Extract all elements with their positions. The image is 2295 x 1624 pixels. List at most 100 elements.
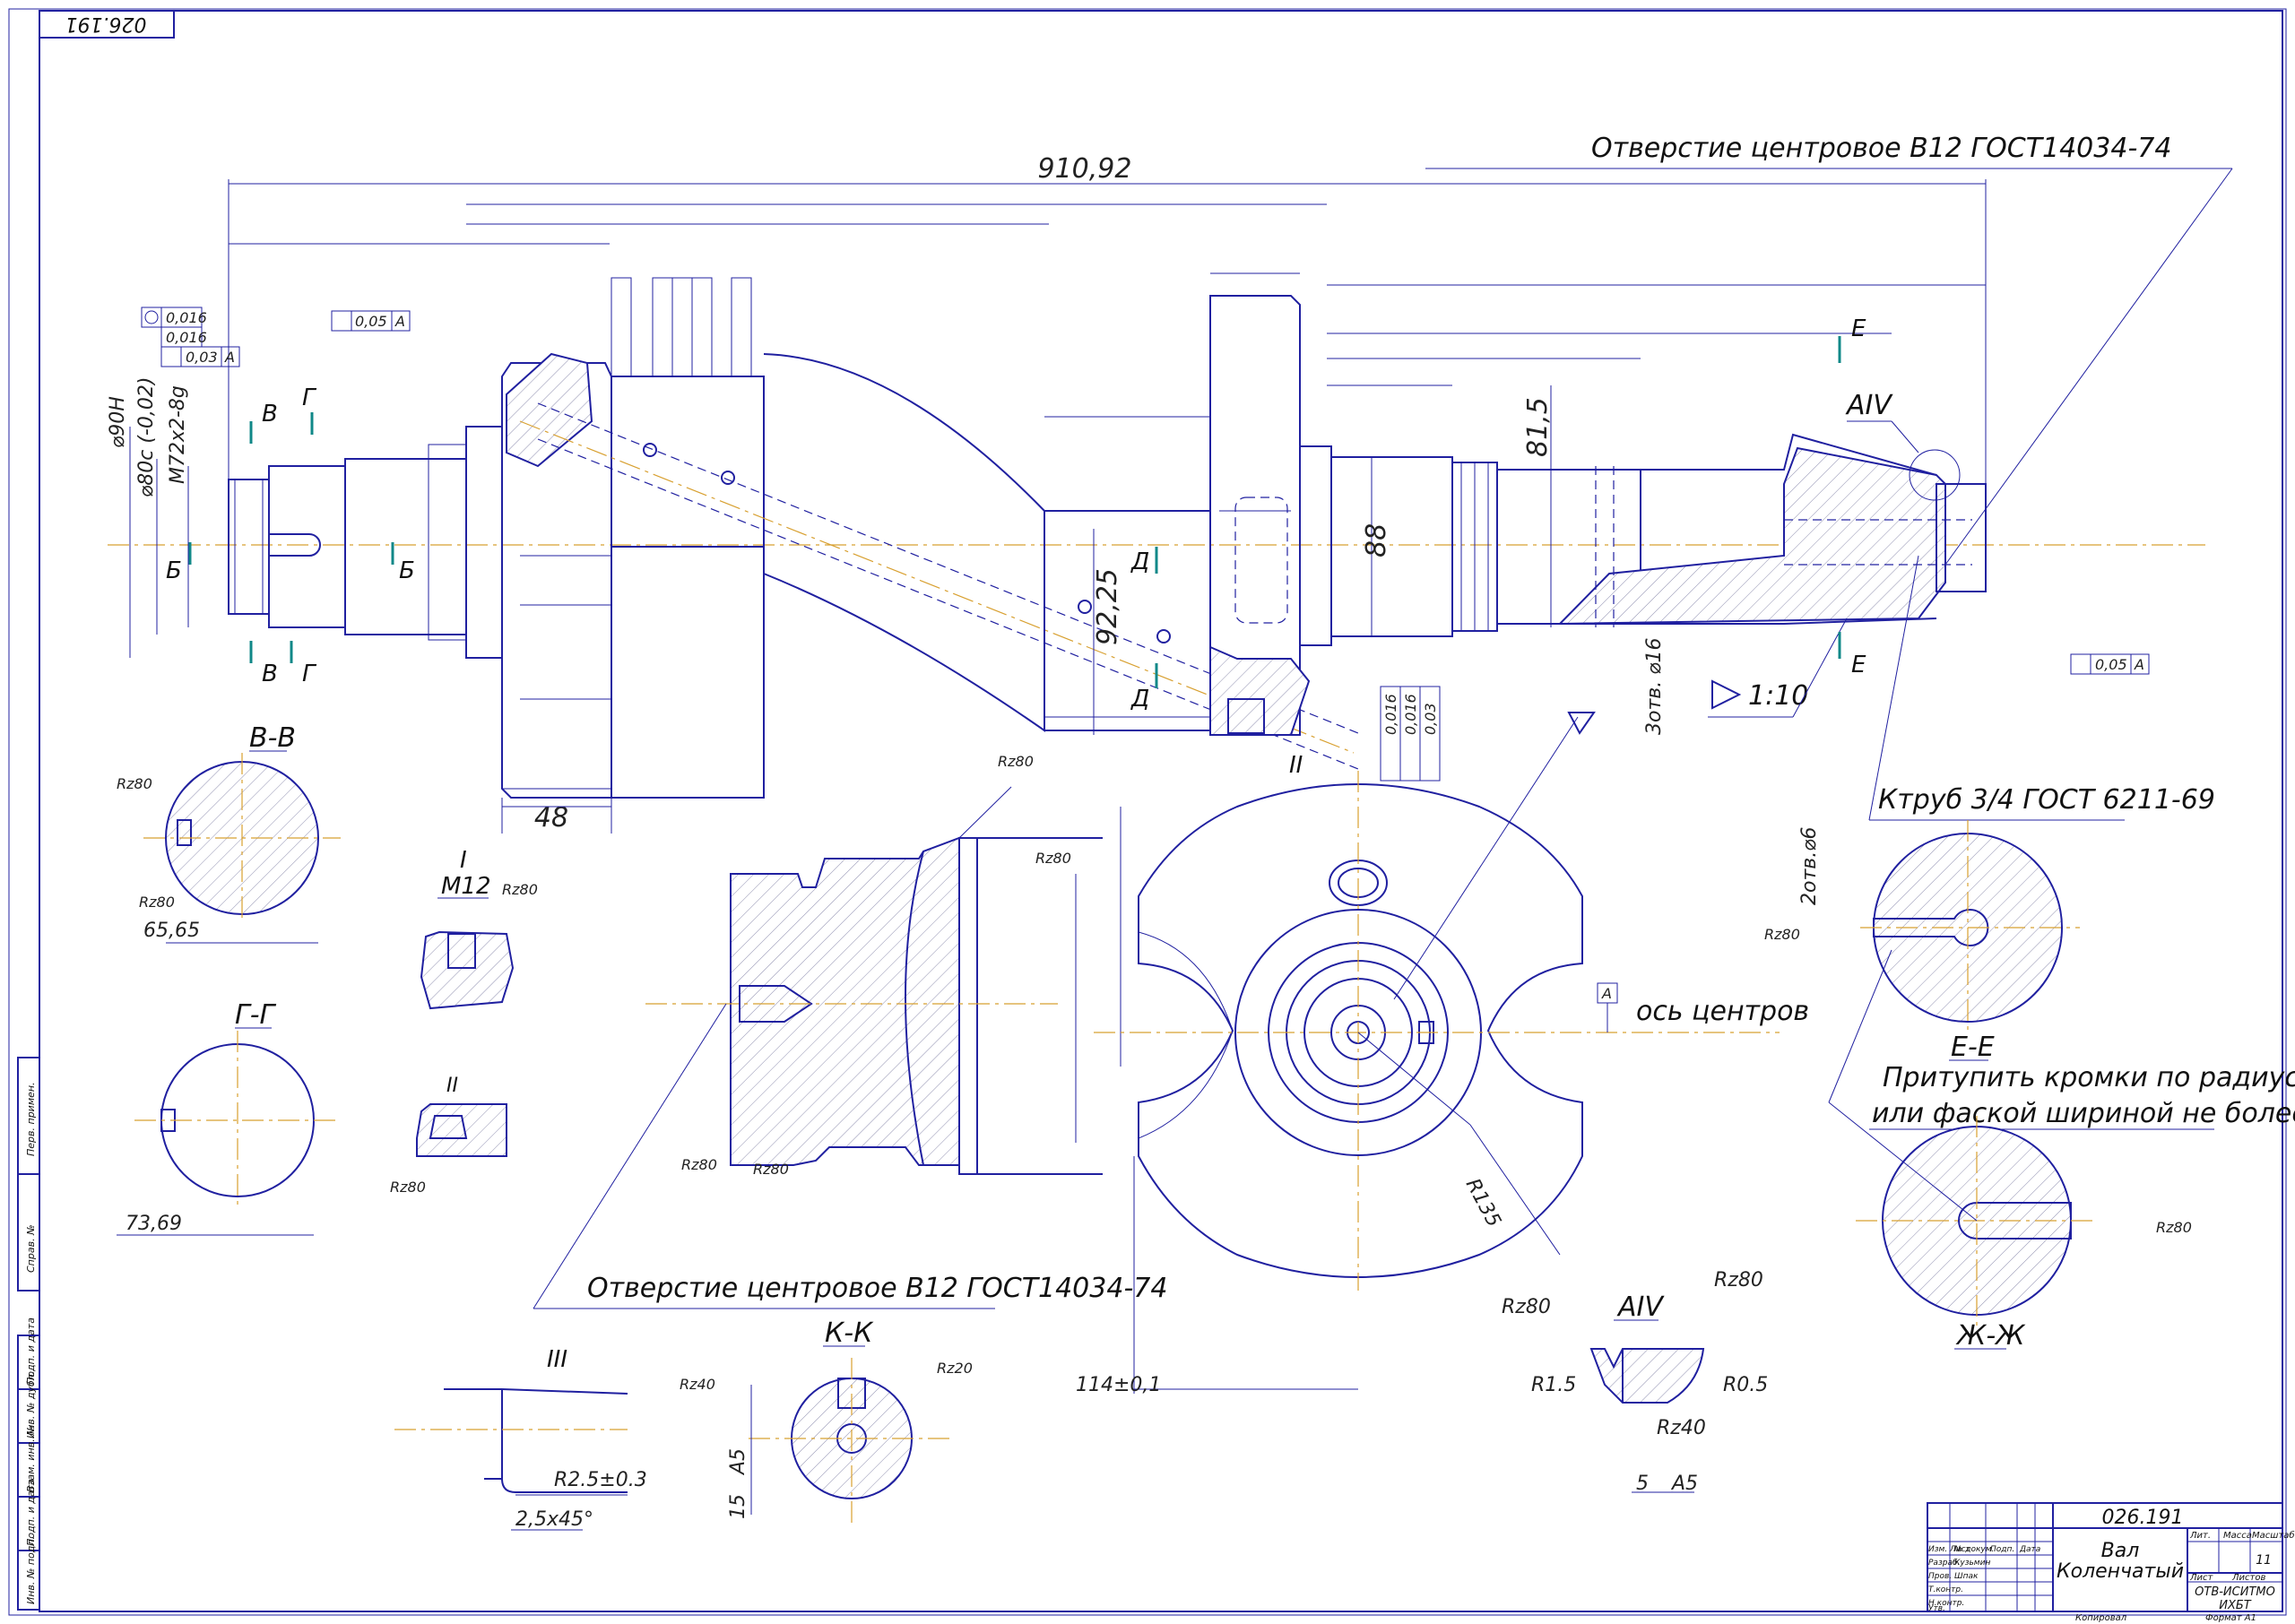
svg-text:Масса: Масса <box>2223 1531 2252 1541</box>
flange-section: Rz80 Rz80 Rz80 Rz80 Отверстие центровое … <box>533 753 1167 1309</box>
svg-text:0,03: 0,03 <box>186 349 218 366</box>
dim-ch25: 2,5x45° <box>515 1508 593 1531</box>
svg-text:Rz80: Rz80 <box>139 894 175 911</box>
detail-iii: III R2.5±0.3 2,5x45° <box>394 1346 647 1531</box>
svg-text:Rz80: Rz80 <box>2156 1219 2192 1236</box>
marker-e-bottom: Е <box>1851 652 1866 678</box>
dim-5: 5 <box>1636 1473 1649 1495</box>
section-zz: Ж-Ж Rz80 <box>1828 949 2192 1352</box>
note-holes16: 3отв. ⌀16 <box>1643 638 1666 735</box>
marker-b-left: Б <box>166 557 182 584</box>
dim-88: 88 <box>1361 523 1392 557</box>
svg-text:A: A <box>1601 985 1612 1002</box>
svg-text:Подп.: Подп. <box>1990 1545 2014 1554</box>
dim-d90: ⌀90Н <box>107 396 129 448</box>
note-edge-1: Притупить кромки по радиусу <box>1883 1062 2295 1093</box>
marker-v-bottom: В <box>262 661 278 687</box>
title-org-1: ОТВ-ИСИТМО <box>2195 1585 2275 1599</box>
svg-text:0,016: 0,016 <box>166 309 207 326</box>
dim-d80: ⌀80с (-0,02) <box>135 377 158 497</box>
svg-text:Подп. и дата: Подп. и дата <box>25 1479 37 1546</box>
svg-text:R1.5: R1.5 <box>1531 1374 1576 1396</box>
svg-text:Изм. Лист: Изм. Лист <box>1928 1545 1971 1554</box>
svg-text:A: A <box>2134 656 2144 673</box>
dim-m72: М72х2-8g <box>167 385 189 484</box>
title-name-2: Коленчатый <box>2057 1560 2184 1583</box>
dim-7369: 73,69 <box>126 1213 182 1235</box>
section-vv: В-В 65,65 Rz80 Rz80 <box>117 722 341 944</box>
dim-a5-aiv: A5 <box>1670 1473 1698 1495</box>
svg-text:Кузьмин: Кузьмин <box>1954 1559 1990 1568</box>
detail-ii-label: II <box>446 1075 458 1097</box>
marker-d-bottom: Д <box>1130 686 1149 713</box>
svg-text:Разраб.: Разраб. <box>1928 1559 1960 1568</box>
svg-text:Перв. примен.: Перв. примен. <box>25 1082 37 1156</box>
svg-text:Масштаб: Масштаб <box>2252 1530 2295 1541</box>
svg-text:Взам. инв. №: Взам. инв. № <box>25 1425 37 1492</box>
svg-text:Rz80: Rz80 <box>117 775 152 792</box>
svg-text:Н.контр.: Н.контр. <box>1928 1599 1964 1608</box>
svg-text:0,03: 0,03 <box>1422 703 1439 735</box>
note-kcurve: Ктруб 3/4 ГОСТ 6211-69 <box>1878 784 2215 816</box>
title-sheet: 11 <box>2256 1553 2272 1568</box>
detail-aiv: AIV Rz80 Rz80 R1.5 R0.5 Rz40 5 A5 <box>1502 1269 1768 1495</box>
svg-text:A: A <box>224 349 235 366</box>
side-stamp: Перв. примен. Справ. № Подп. и дата Инв.… <box>17 1057 40 1611</box>
detail-m12-label: М12 <box>441 873 491 900</box>
end-view: R135 114±0,1 A ось центров <box>1076 712 1809 1396</box>
marker-g-top: Г <box>302 384 317 411</box>
section-ee: Е-Е 2отв.⌀6 Rz80 Притупить кромки по рад… <box>1764 820 2295 1130</box>
section-zz-label: Ж-Ж <box>1955 1320 2026 1352</box>
format-label: Формат А1 <box>2205 1613 2256 1623</box>
title-name-1: Вал <box>2101 1540 2140 1562</box>
copied-label: Копировал <box>2075 1613 2127 1623</box>
note-center-hole-bottom: Отверстие центровое B12 ГОСТ14034-74 <box>587 1273 1167 1304</box>
svg-text:Rz80: Rz80 <box>998 753 1034 770</box>
svg-text:0,016: 0,016 <box>166 329 207 346</box>
note-holes6: 2отв.⌀6 <box>1798 827 1821 905</box>
svg-text:Листов: Листов <box>2231 1573 2265 1583</box>
aiv-top-label: AIV <box>1845 390 1893 421</box>
taper-label: 1:10 <box>1748 680 1808 712</box>
marker-v-top: В <box>262 401 278 428</box>
note-center-hole-top: Отверстие центровое B12 ГОСТ14034-74 <box>1591 133 2171 164</box>
title-number: 026.191 <box>2102 1507 2184 1529</box>
svg-text:Rz20: Rz20 <box>937 1360 973 1377</box>
title-block: 026.191 Вал Коленчатый Лит. Масса Масшта… <box>1927 1502 2295 1623</box>
main-dimensions: 910,92 48 ⌀90Н ⌀80с (-0,02) М72х2-8g 92,… <box>107 133 2233 1067</box>
detail-ii: II Rz80 <box>390 1075 507 1196</box>
svg-text:Rz80: Rz80 <box>753 1161 789 1178</box>
svg-text:Rz80: Rz80 <box>1764 926 1800 943</box>
main-view <box>108 295 2205 799</box>
dim-overall: 910,92 <box>1038 153 1132 185</box>
outer-frame <box>8 8 2287 1616</box>
dim-815: 81,5 <box>1522 397 1554 457</box>
section-kk: К-К Rz40 Rz20 15 A5 <box>680 1317 973 1524</box>
marker-g-bottom: Г <box>302 661 317 687</box>
mirrored-number-box <box>39 10 175 39</box>
svg-text:A: A <box>394 313 405 330</box>
dim-15: 15 <box>727 1494 749 1519</box>
detail-i: I М12 Rz80 <box>420 847 538 1010</box>
marker-ii-main: II <box>1289 752 1303 779</box>
svg-text:Утв.: Утв. <box>1928 1604 1945 1613</box>
section-kk-label: К-К <box>825 1317 874 1349</box>
svg-text:Rz80: Rz80 <box>390 1179 426 1196</box>
dim-r25: R2.5±0.3 <box>554 1469 647 1491</box>
svg-text:Rz40: Rz40 <box>680 1376 715 1393</box>
dim-114: 114±0,1 <box>1076 1374 1161 1396</box>
marker-d-top: Д <box>1130 549 1149 575</box>
title-org-2: ИХБТ <box>2219 1599 2252 1612</box>
section-gg-label: Г-Г <box>235 999 277 1031</box>
svg-text:R0.5: R0.5 <box>1723 1374 1768 1396</box>
svg-text:№ докум.: № докум. <box>1953 1545 1994 1554</box>
svg-text:0,05: 0,05 <box>2095 656 2127 673</box>
svg-text:Лист: Лист <box>2189 1573 2214 1583</box>
svg-text:Rz80: Rz80 <box>681 1156 717 1173</box>
dim-92: 92,25 <box>1092 568 1123 645</box>
inner-frame <box>39 10 2283 1612</box>
dim-r135: R135 <box>1461 1175 1505 1231</box>
svg-text:Пров.: Пров. <box>1928 1572 1952 1581</box>
section-vv-label: В-В <box>249 722 296 754</box>
